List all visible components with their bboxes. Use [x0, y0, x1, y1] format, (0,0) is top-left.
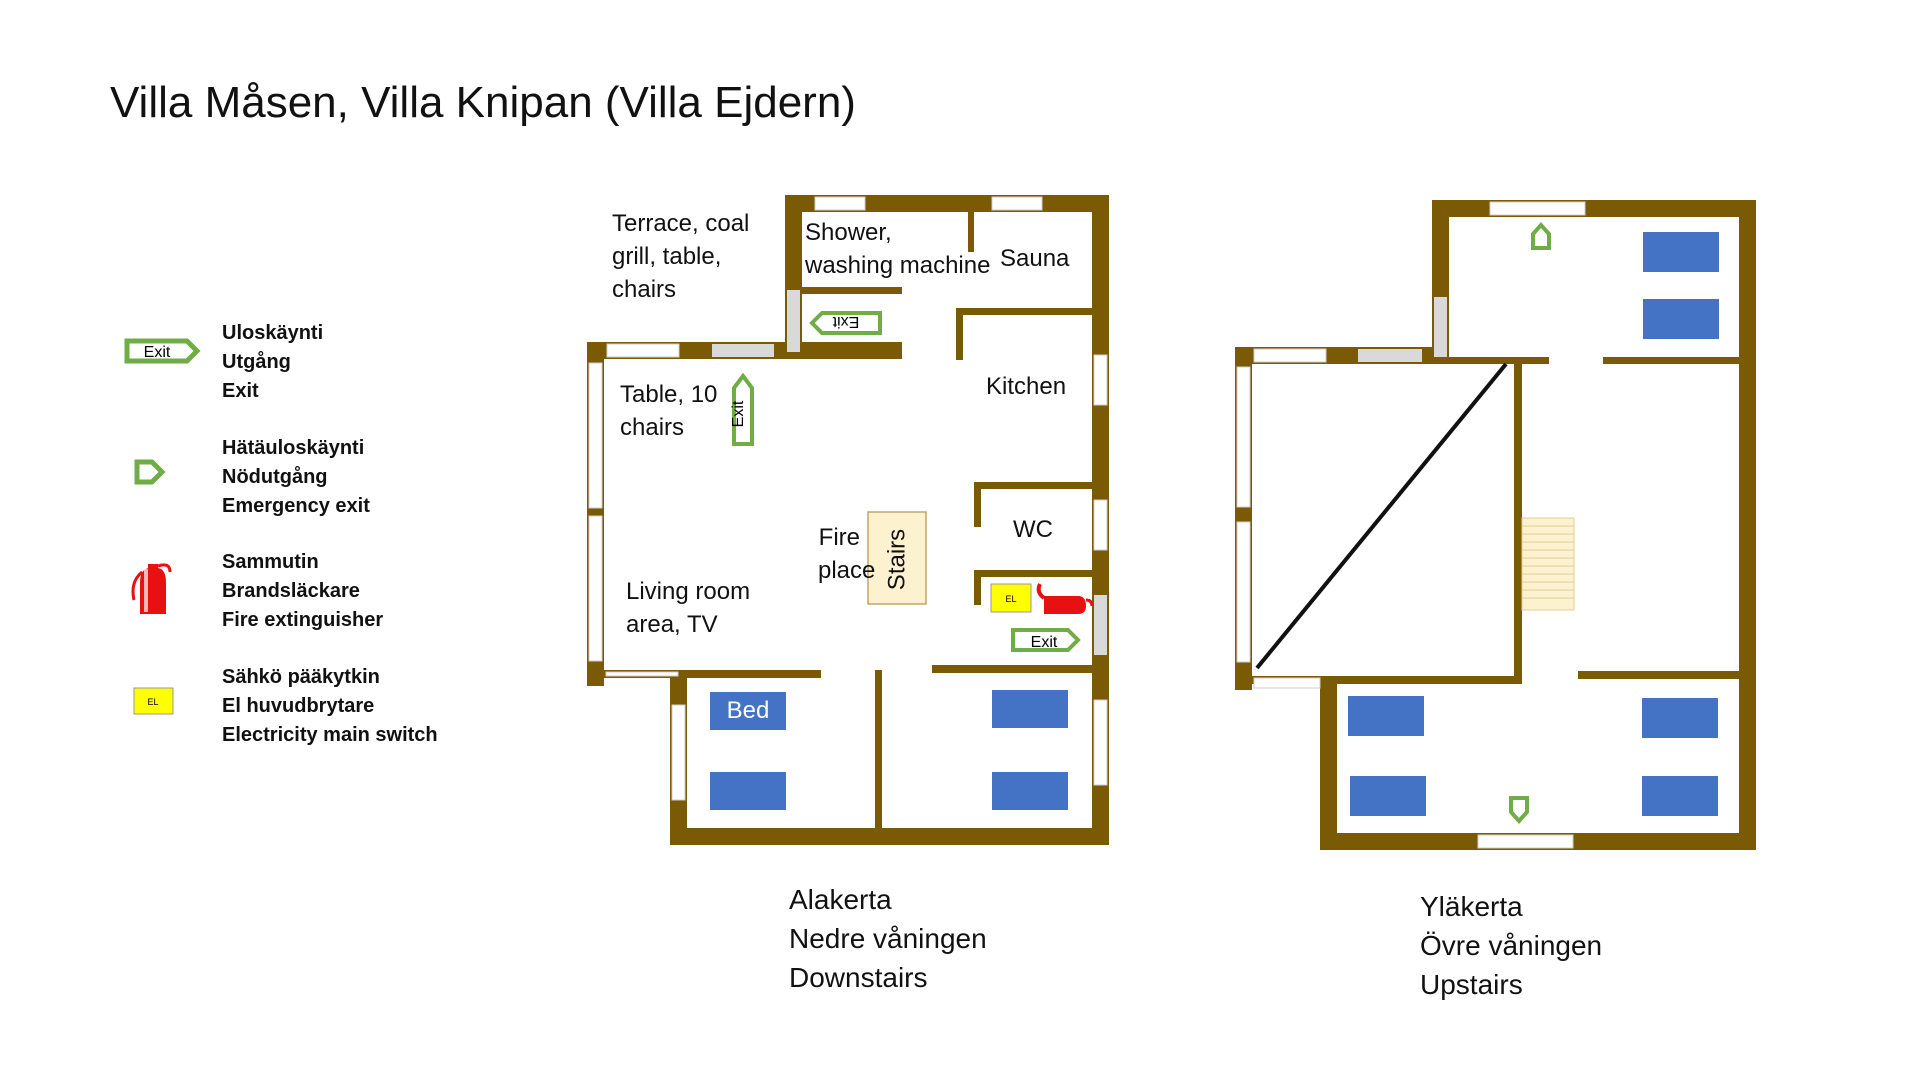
upstairs-windows	[1236, 201, 1586, 849]
room-label-shower: Shower,washing machine	[805, 219, 991, 279]
bed-up-2	[1643, 299, 1719, 339]
room-label-kitchen: Kitchen	[986, 373, 1067, 400]
exit-sign-shower: Exit	[809, 311, 882, 335]
electricity-switch-icon: EL	[133, 687, 174, 715]
bed-2	[710, 772, 786, 810]
page-title: Villa Måsen, Villa Knipan (Villa Ejdern)	[110, 78, 856, 127]
upstairs-beds	[1348, 232, 1719, 816]
bed-4	[992, 772, 1068, 810]
bed-3	[992, 690, 1068, 728]
fire-extinguisher-icon	[131, 563, 172, 614]
bed-up-4	[1350, 776, 1426, 816]
exit-sign-wc-text: Exit	[1031, 634, 1058, 651]
downstairs-plan: Exit Exit Exit EL	[587, 195, 1109, 845]
exit-sign-icon: Exit	[124, 338, 201, 364]
upstairs-plan	[1235, 200, 1756, 850]
bed-1	[710, 692, 786, 730]
el-switch-text: EL	[1005, 594, 1016, 604]
fire-extinguisher-downstairs	[1036, 583, 1094, 614]
bed-up-1	[1643, 232, 1719, 272]
electricity-switch-downstairs: EL	[990, 583, 1032, 613]
stairs-label: Stairs	[883, 528, 911, 591]
bed-label: Bed	[726, 697, 770, 724]
exit-sign-wc: Exit	[1011, 628, 1081, 652]
upstairs-stairs	[1521, 517, 1575, 611]
room-label-wc: WC	[1013, 516, 1053, 543]
emergency-exit-upstairs-bottom	[1509, 796, 1529, 825]
bed-up-6	[1642, 776, 1718, 816]
upstairs-walls	[1235, 200, 1756, 850]
emergency-exit-upstairs-top	[1531, 221, 1551, 250]
upstairs-stairwell-opening	[1255, 362, 1508, 670]
room-label-sauna: Sauna	[1000, 245, 1070, 272]
downstairs-windows	[588, 196, 1108, 801]
legend-exit-sign-text: Exit	[144, 344, 171, 361]
legend-el-sign-text: EL	[147, 697, 158, 707]
exit-sign-table: Exit	[730, 372, 754, 446]
downstairs-beds	[710, 690, 1068, 810]
bed-up-3	[1348, 696, 1424, 736]
exit-sign-table-text: Exit	[730, 400, 747, 427]
exit-sign-shower-text: Exit	[832, 313, 859, 330]
downstairs-stairs-box	[867, 511, 927, 605]
bed-up-5	[1642, 698, 1718, 738]
emergency-exit-icon	[134, 459, 166, 485]
